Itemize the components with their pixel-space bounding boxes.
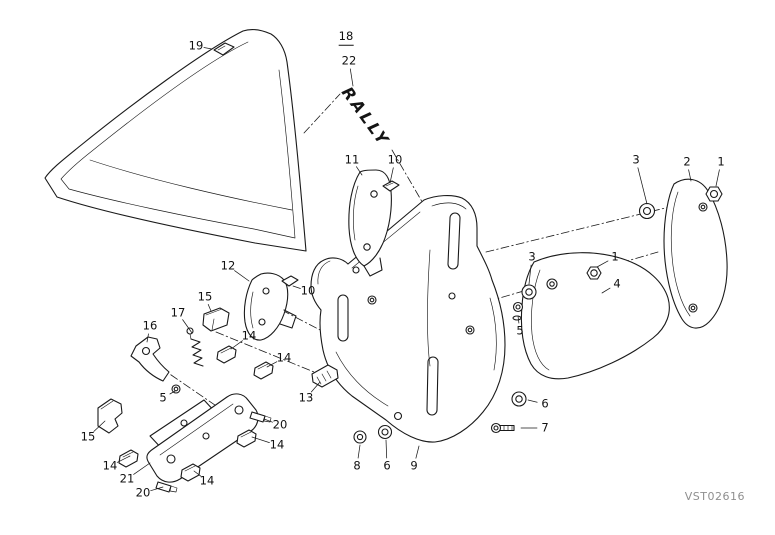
nut-part-1-upper (705, 186, 723, 202)
clip-part-10-lower (281, 275, 299, 287)
rally-decal-text: RALLY (338, 83, 394, 150)
bracket-part-12 (243, 272, 297, 341)
rubber-block-part-13 (311, 364, 339, 388)
rubber-pad-part-15-upper (202, 307, 230, 332)
main-support-panel-part-9 (310, 195, 506, 443)
clip-part-10-upper (382, 180, 400, 192)
bolt-part-7 (490, 422, 515, 434)
rally-decal: RALLY (338, 83, 394, 150)
washer-part-3-upper (638, 202, 656, 220)
spring-screw-part-17 (186, 327, 204, 367)
deflector-panel-part-2 (663, 178, 728, 329)
washer-part-3-lower (521, 284, 537, 300)
rubber-pad-part-15-lower (97, 398, 123, 434)
clip-part-19 (213, 42, 235, 56)
deflector-panel-part-4 (520, 252, 670, 380)
screw-part-8 (353, 430, 367, 444)
bracket-part-16 (130, 336, 170, 382)
washer-part-6-center (377, 424, 393, 440)
bracket-part-11 (348, 169, 392, 277)
nut-part-1-lower (586, 266, 602, 280)
drawing-code: VST02616 (684, 490, 745, 503)
screw-part-5-upper (512, 301, 524, 321)
windshield-part (44, 29, 307, 252)
callout-leader-lines (93, 47, 720, 492)
screw-part-5-lower (171, 384, 181, 394)
washer-part-6-right (511, 391, 527, 407)
